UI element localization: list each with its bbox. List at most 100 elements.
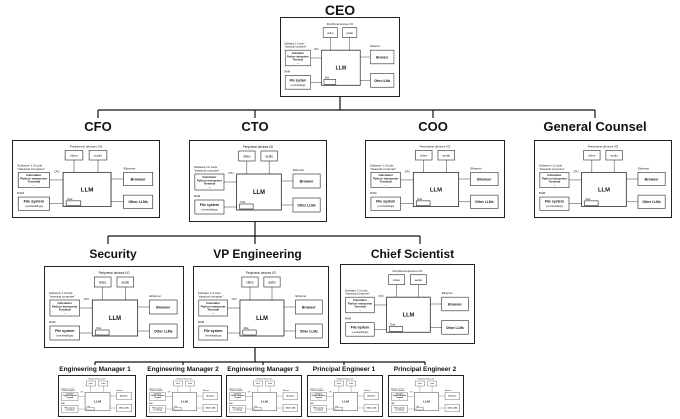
disk-box bbox=[389, 326, 404, 332]
ram-label: RAM bbox=[539, 191, 546, 195]
video-label: video bbox=[89, 383, 93, 385]
software-label: Software 1.0 tools"classical computer" bbox=[229, 388, 244, 393]
llm-label: LLM bbox=[423, 400, 430, 404]
cpu-label: CPU bbox=[84, 297, 90, 301]
software-label: Software 1.0 tools"classical computer" bbox=[49, 291, 75, 298]
cpu-label: CPU bbox=[378, 295, 383, 298]
disk-box bbox=[415, 407, 424, 411]
peripheral-label: Peripheral devices I/O bbox=[176, 379, 193, 381]
disk-label: Disk bbox=[325, 76, 330, 79]
role-title-em1: Engineering Manager 1 bbox=[59, 366, 131, 373]
ram-label: RAM bbox=[198, 320, 205, 324]
browser-box bbox=[637, 172, 666, 186]
llm-label: LLM bbox=[598, 187, 610, 193]
llm-label: LLM bbox=[256, 316, 268, 322]
ethernet-label: Ethernet bbox=[442, 291, 453, 295]
other-llms-label: Other LLMs bbox=[447, 407, 457, 410]
ethernet-label: Ethernet bbox=[124, 167, 136, 171]
other-llms-box bbox=[370, 73, 395, 88]
file-system-label: File system bbox=[290, 78, 307, 82]
other-llms-label: Other LLMs bbox=[475, 200, 494, 204]
browser-label: Browser bbox=[287, 395, 295, 398]
llm-box bbox=[333, 392, 358, 411]
disk-box bbox=[242, 329, 257, 336]
role-title-chief-scientist: Chief Scientist bbox=[370, 247, 455, 261]
audio-label: audio bbox=[268, 280, 276, 284]
file-system-label: File system bbox=[65, 407, 76, 410]
embeddings-label: (+embeddings) bbox=[233, 410, 243, 412]
other-llms-label: Other LLMs bbox=[154, 329, 173, 333]
video-label: video bbox=[70, 154, 78, 158]
role-title-coo: COO bbox=[418, 119, 448, 134]
software-label: Software 1.0 tools"classical computer" bbox=[284, 41, 306, 48]
ram-label: RAM bbox=[370, 191, 377, 195]
role-title-vp-engineering: VP Engineering bbox=[213, 247, 302, 261]
audio-box bbox=[185, 380, 195, 387]
software-label: Software 1.0 tools"classical computer" bbox=[310, 388, 325, 393]
browser-label: Browser bbox=[368, 395, 376, 398]
video-box bbox=[415, 380, 425, 387]
browser-label: Browser bbox=[131, 178, 147, 182]
embeddings-label: (+embeddings) bbox=[65, 410, 75, 412]
software-label: Software 1.0 tools"classical computer" bbox=[539, 164, 565, 171]
ethernet-label: Ethernet bbox=[283, 389, 290, 392]
embeddings-label: (+embeddings) bbox=[314, 410, 324, 412]
disk-box bbox=[94, 329, 110, 336]
ram-label: RAM bbox=[49, 320, 56, 324]
cpu-label: CPU bbox=[232, 298, 237, 301]
disk-label: Disk bbox=[67, 197, 73, 201]
disk-box bbox=[65, 200, 82, 206]
ram-label: RAM bbox=[149, 402, 153, 405]
audio-label: audio bbox=[415, 278, 423, 282]
llm-box bbox=[84, 392, 111, 411]
file-system-label: File system bbox=[204, 329, 223, 333]
peripheral-label: Peripheral devices I/O bbox=[327, 22, 354, 26]
disk-label: Disk bbox=[244, 327, 250, 330]
disk-label: Disk bbox=[254, 406, 257, 408]
llm-label: LLM bbox=[403, 313, 415, 319]
software-label: Software 1.0 tools"classical computer" bbox=[370, 164, 396, 171]
browser-label: Browser bbox=[156, 305, 171, 309]
other-llms-label: Other LLMs bbox=[205, 407, 215, 410]
other-llms-label: Other LLMs bbox=[374, 79, 390, 83]
embeddings-label: (+embeddings) bbox=[291, 84, 306, 87]
video-label: video bbox=[393, 278, 401, 282]
disk-label: Disk bbox=[586, 198, 592, 201]
ram-label: RAM bbox=[284, 69, 290, 73]
role-title-cto: CTO bbox=[241, 119, 269, 134]
embeddings-label: (+embeddings) bbox=[205, 334, 222, 337]
cpu-label: CPU bbox=[248, 392, 251, 394]
ethernet-label: Ethernet bbox=[293, 168, 304, 172]
other-llms-box bbox=[295, 323, 323, 339]
peripheral-label: Peripheral devices I/O bbox=[420, 145, 451, 149]
audio-label: audio bbox=[430, 383, 434, 385]
file-system-label: File system bbox=[313, 407, 324, 410]
disk-box bbox=[334, 407, 343, 411]
browser-box bbox=[441, 296, 469, 312]
embeddings-label: (+embeddings) bbox=[25, 204, 43, 208]
peripheral-label: Peripheral devices I/O bbox=[337, 379, 354, 381]
file-system-label: File system bbox=[55, 329, 74, 333]
browser-label: Browser bbox=[207, 395, 215, 398]
software-label: Software 1.0 tools"classical computer" bbox=[194, 165, 220, 172]
disk-box bbox=[415, 200, 431, 206]
ram-label: RAM bbox=[61, 402, 65, 405]
